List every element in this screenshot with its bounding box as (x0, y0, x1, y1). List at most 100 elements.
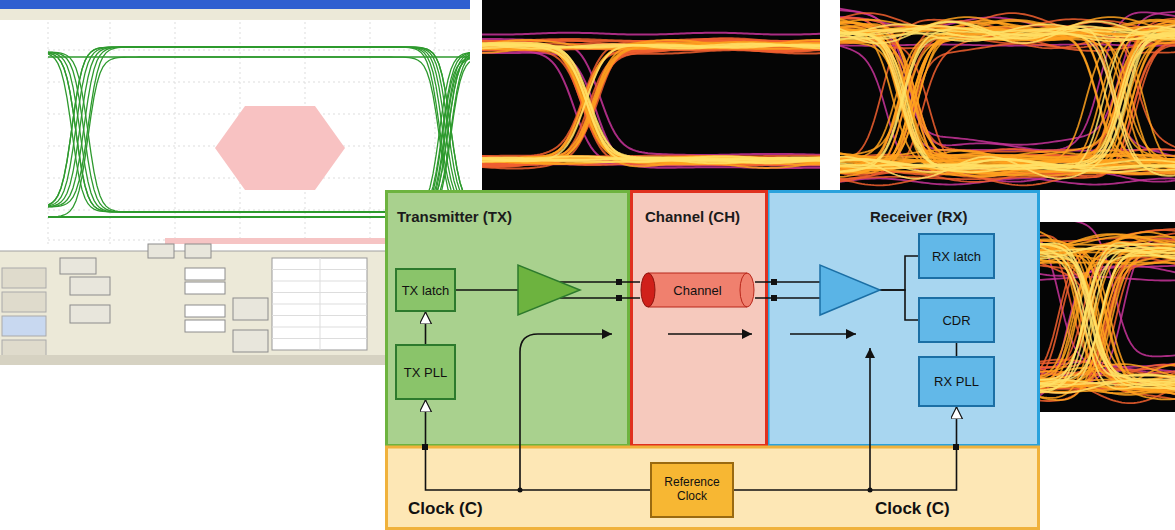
eye-trace (1040, 256, 1175, 391)
eye-trace (840, 21, 1175, 39)
eye-trace (482, 43, 820, 159)
eye-trace (1040, 247, 1175, 383)
section-title: Channel (CH) (645, 208, 740, 225)
input-field (185, 282, 225, 294)
clock-band: Reference ClockClock (C) Clock (C) (385, 447, 1040, 530)
button (148, 244, 174, 258)
block-label: RX PLL (934, 374, 979, 389)
eye-trace (482, 45, 820, 163)
eye-trace (1040, 249, 1175, 384)
eye-trace (482, 43, 820, 158)
eye-trace (1040, 249, 1175, 253)
section-panel: Channel Channel (CH) (630, 190, 768, 447)
title-bar (0, 0, 470, 9)
receiver-block: RX latch (918, 233, 995, 279)
nav-button (2, 292, 46, 312)
eye-trace (482, 42, 820, 161)
clock-flow-arrow (869, 348, 871, 490)
eye-trace (48, 52, 470, 212)
junction-dot (518, 488, 523, 493)
eye-trace (482, 33, 820, 35)
transmitter-panel-fill (387, 192, 629, 446)
reference-clock-box: Reference Clock (650, 462, 734, 518)
eye-trace (840, 33, 1175, 171)
eye-trace (482, 44, 820, 164)
nav-button (2, 268, 46, 288)
signal-wire (426, 400, 651, 490)
cylinder-edge (648, 307, 747, 308)
grid-line (48, 22, 49, 245)
eye-trace (482, 48, 820, 165)
button (60, 258, 96, 274)
section-title: Transmitter (TX) (397, 208, 512, 225)
block-label: Channel (673, 283, 721, 298)
block-label: Reference Clock (654, 476, 730, 504)
cylinder-end (740, 273, 754, 307)
clock-flow-arrow (520, 334, 612, 490)
clock-label: Clock (C) (875, 499, 950, 519)
eye-trace (48, 52, 470, 212)
eye-trace (482, 44, 820, 162)
connection-terminal (422, 444, 428, 450)
eye-trace (840, 29, 1175, 167)
input-field (185, 320, 225, 332)
eye-trace (840, 32, 1175, 165)
connection-terminal (953, 444, 959, 450)
eye-trace (1040, 231, 1175, 389)
connection-terminal (616, 279, 622, 285)
connectors (426, 256, 957, 490)
receiver-block: CDR (918, 297, 995, 343)
eye-trace (48, 47, 470, 207)
eye-trace (482, 48, 820, 168)
button (233, 298, 268, 320)
signal-wire (956, 343, 958, 356)
tx-amplifier (518, 265, 580, 315)
eye-trace (482, 161, 820, 162)
receiver-block: RX PLL (918, 356, 995, 407)
eye-trace (840, 28, 1175, 167)
eye-trace (48, 52, 470, 212)
eye-trace (482, 44, 820, 160)
eye-trace (1040, 248, 1175, 390)
junction-dot (868, 488, 873, 493)
diagram-extras (422, 265, 959, 493)
menu-bar (0, 9, 470, 20)
eye-trace (1040, 243, 1175, 385)
section-panel: TX latchTX PLLTransmitter (TX) (385, 190, 630, 447)
eye-trace (482, 50, 820, 165)
eye-trace (840, 26, 1175, 172)
eye-trace (1040, 243, 1175, 388)
eye-trace (482, 38, 820, 157)
eye-trace (482, 44, 820, 161)
eye-trace (1040, 249, 1175, 384)
connection-terminal (771, 279, 777, 285)
block-diagram-ground (387, 192, 1039, 529)
nav-button (2, 316, 46, 336)
eye-trace (482, 46, 820, 164)
receiver-panel-fill (768, 192, 1039, 446)
eye-trace (48, 47, 470, 207)
eye-trace (48, 47, 470, 207)
connection-terminal (616, 295, 622, 301)
differential-wire (560, 297, 640, 299)
transmitter-block: TX PLL (395, 344, 456, 400)
block-label: RX latch (932, 249, 981, 264)
input-field (185, 268, 225, 280)
eye-trace (482, 45, 820, 160)
table-column (320, 258, 321, 350)
cylinder-cap (641, 273, 655, 307)
eye-trace (482, 48, 820, 164)
button (70, 277, 110, 295)
eye-trace (482, 50, 820, 168)
cylinder-edge (648, 273, 747, 274)
eye-trace (482, 40, 820, 159)
eye-trace (1040, 380, 1175, 393)
clock-label: Clock (C) (408, 499, 483, 519)
eye-trace (482, 46, 820, 162)
eye-trace (1040, 251, 1175, 388)
button (185, 244, 211, 258)
rx-amplifier (820, 265, 880, 315)
